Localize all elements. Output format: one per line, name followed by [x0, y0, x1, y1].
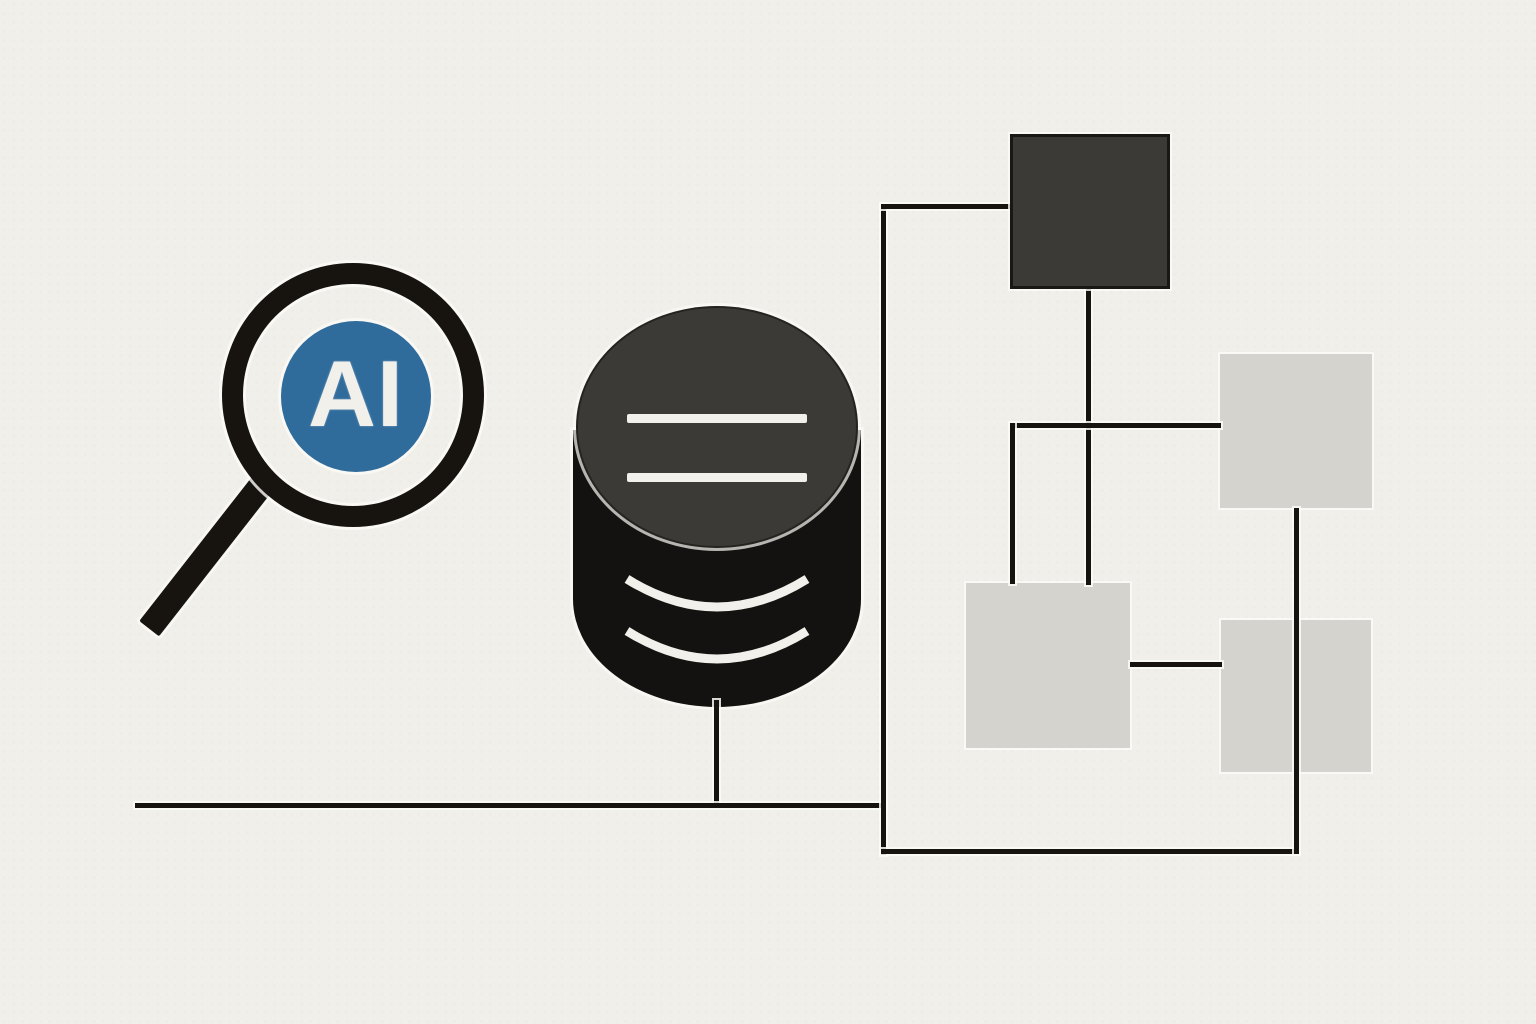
flow-dark-square-stem-line	[1086, 288, 1091, 585]
magnifier-lens: AI	[281, 321, 431, 472]
database-row-line-2	[627, 473, 807, 482]
flow-middle-vertical-line	[1010, 423, 1015, 584]
magnifier-handle	[139, 476, 273, 637]
node-dark-square	[1010, 134, 1170, 289]
flow-top-right-stem-line	[1294, 508, 1299, 854]
database-stem-line	[714, 700, 719, 806]
node-middle-square	[966, 583, 1130, 748]
ai-label: AI	[308, 340, 404, 446]
flow-bottom-horizontal-line	[881, 849, 1299, 854]
flow-square-connector-line	[1130, 662, 1222, 667]
database-arc-line-1	[624, 575, 810, 612]
flow-top-horizontal-line	[881, 204, 1012, 209]
flow-middle-horizontal-line	[1010, 423, 1221, 428]
database-top-ellipse	[576, 306, 858, 548]
database-arc-lines	[624, 575, 810, 664]
flow-left-vertical-line	[881, 204, 886, 855]
baseline-connector-line	[135, 803, 886, 808]
database-arc-line-2	[624, 627, 810, 664]
database-row-line-1	[627, 414, 807, 423]
node-top-right-square	[1220, 354, 1372, 508]
